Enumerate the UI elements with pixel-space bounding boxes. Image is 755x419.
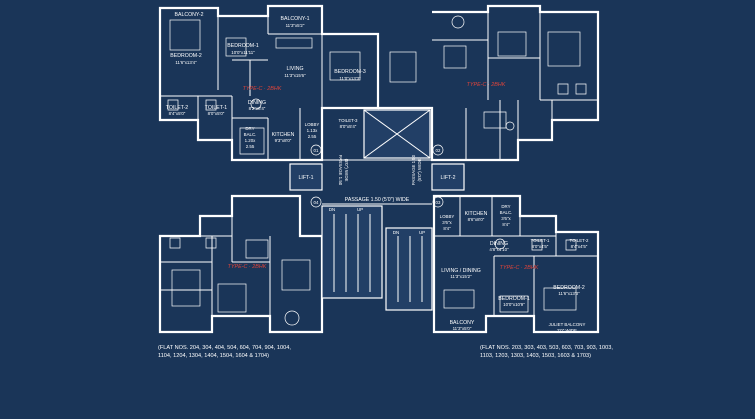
bedroom-1-tl-label: BEDROOM-1 bbox=[227, 43, 259, 49]
living-dining-br-label: LIVING / DINING bbox=[441, 268, 481, 274]
living-tl-dim: 11'3"x15'6" bbox=[284, 73, 306, 78]
dry-balc-tl-label-2: BALC. bbox=[244, 132, 257, 137]
juliet-balcony-label: JULIET BALCONY bbox=[549, 322, 586, 327]
balcony-1-tl-label: BALCONY-1 bbox=[281, 16, 310, 22]
dining-tl-label: DINING bbox=[248, 100, 266, 106]
toilet-1-tl-dim: 8'0"x5'0" bbox=[208, 111, 225, 116]
bedroom-3-tl-dim: 11'0"x13'3" bbox=[339, 76, 361, 81]
bedroom-2-br-label: BEDROOM-2 bbox=[553, 285, 585, 291]
bedroom-1-br-label: BEDROOM-1 bbox=[498, 296, 530, 302]
balcony-br-dim: 11'3"x5'0" bbox=[453, 326, 472, 331]
marker-02: 02 bbox=[436, 148, 441, 153]
marker-03: 03 bbox=[436, 200, 441, 205]
kitchen-tl-dim: 9'3"x8'0" bbox=[275, 138, 292, 143]
staircase-left bbox=[321, 205, 383, 299]
flat-numbers-right-line2: 1103, 1203, 1303, 1403, 1503, 1603 & 170… bbox=[480, 353, 591, 359]
stair-dn-left: DN bbox=[329, 207, 335, 212]
toilet-1-br-dim: 8'0"x4'5" bbox=[532, 244, 549, 249]
passage-vertical-left-label-2: (5'0") WIDE bbox=[344, 159, 349, 182]
toilet-2-tl-label: TOILET-2 bbox=[166, 105, 189, 111]
kitchen-tl-label: KITCHEN bbox=[272, 132, 295, 138]
passage-horizontal-label: PASSAGE 1.50 (5'0") WIDE bbox=[345, 197, 410, 203]
dry-balc-tl-dim: 1.20x bbox=[245, 138, 257, 143]
marker-04: 04 bbox=[314, 200, 319, 205]
living-dining-br-dim: 11'3"x15'2" bbox=[450, 274, 472, 279]
lift-2-shaft bbox=[431, 163, 465, 191]
type-label-tl: TYPE-C · 2BHK bbox=[243, 86, 282, 92]
stair-up-left: UP bbox=[357, 207, 363, 212]
flat-numbers-left-line2: 1104, 1204, 1304, 1404, 1504, 1604 & 170… bbox=[158, 353, 269, 359]
type-label-tr: TYPE-C · 2BHK bbox=[467, 82, 506, 88]
dry-balc-br-dim: 3'6"x bbox=[501, 216, 511, 221]
lobby-br-label: LOBBY bbox=[440, 214, 455, 219]
lobby-tl-dim-2: 2.55 bbox=[308, 134, 317, 139]
lift-2-label: LIFT-2 bbox=[441, 175, 456, 181]
passage-vertical-left-label: PASSAGE 1.50 bbox=[338, 155, 343, 186]
toilet-2-br-label: TOILET-2 bbox=[570, 238, 590, 243]
building-core bbox=[289, 109, 465, 311]
marker-01: 01 bbox=[314, 148, 319, 153]
balcony-br-label: BALCONY bbox=[450, 320, 475, 326]
flat-top-right bbox=[378, 4, 600, 162]
dry-balc-br-dim-2: 8'4" bbox=[502, 222, 510, 227]
dry-balc-tl-label: DRY bbox=[245, 126, 254, 131]
living-tl-label: LIVING bbox=[286, 66, 303, 72]
dining-br-label: DINING bbox=[490, 241, 508, 247]
lobby-tl-label: LOBBY bbox=[305, 122, 320, 127]
passage-vertical-right-label-2: (5'0") WIDE bbox=[417, 158, 422, 181]
lift-1-label: LIFT-1 bbox=[299, 175, 314, 181]
type-label-br: TYPE-C · 2BHK bbox=[500, 265, 539, 271]
toilet-3-tl-label: TOILET-3 bbox=[339, 118, 359, 123]
lobby-br-dim-2: 8'4" bbox=[443, 226, 451, 231]
bedroom-1-br-dim: 10'0"x10'9" bbox=[503, 302, 525, 307]
bedroom-1-tl-dim: 10'0"x11'11" bbox=[231, 50, 255, 55]
passage-vertical-right-label: PASSAGE 1.50 bbox=[411, 154, 416, 185]
juliet-balcony-dim: 2'0" WIDE bbox=[557, 328, 577, 333]
dining-br-dim: 4'8"x4'10" bbox=[489, 247, 509, 252]
bedroom-3-tl-label: BEDROOM-3 bbox=[334, 69, 366, 75]
kitchen-br-dim: 8'6"x8'0" bbox=[468, 217, 485, 222]
flat-numbers-left-line1: (FLAT NOS. 204, 304, 404, 504, 604, 704,… bbox=[158, 345, 291, 351]
type-label-bl: TYPE-C · 2BHK bbox=[228, 264, 267, 270]
toilet-1-br-label: TOILET-1 bbox=[531, 238, 551, 243]
stair-dn-right: DN bbox=[393, 230, 399, 235]
stair-up-right: UP bbox=[419, 230, 425, 235]
bedroom-2-tl-dim: 11'6"x13'4" bbox=[175, 60, 197, 65]
toilet-3-tl-dim: 8'0"x5'4" bbox=[340, 124, 357, 129]
toilet-1-tl-label: TOILET-1 bbox=[205, 105, 228, 111]
balcony-1-tl-dim: 11'3"x5'2" bbox=[286, 23, 305, 28]
staircase-right bbox=[385, 227, 433, 311]
dry-balc-tl-dim-2: 2.55 bbox=[246, 144, 255, 149]
kitchen-br-label: KITCHEN bbox=[465, 211, 488, 217]
bedroom-2-br-dim: 11'6"x13'3" bbox=[558, 291, 580, 296]
lobby-br-dim: 3'6"x bbox=[442, 220, 452, 225]
flat-top-left bbox=[158, 4, 380, 162]
lobby-tl-dim: 1.13x bbox=[307, 128, 319, 133]
bedroom-2-tl-label: BEDROOM-2 bbox=[170, 53, 202, 59]
balcony-2-tl-label: BALCONY-2 bbox=[175, 12, 204, 18]
toilet-2-br-dim: 8'4"x4'5" bbox=[571, 244, 588, 249]
lift-1-shaft bbox=[289, 163, 323, 191]
flat-bottom-right bbox=[432, 194, 600, 334]
dry-balc-br-label: DRY bbox=[501, 204, 510, 209]
dry-balc-br-label-2: BALC. bbox=[500, 210, 513, 215]
flat-numbers-right-line1: (FLAT NOS. 203, 303, 403, 503, 603, 703,… bbox=[480, 345, 613, 351]
dining-tl-dim: 8'2"x8'4" bbox=[249, 106, 266, 111]
toilet-2-tl-dim: 8'4"x5'0" bbox=[169, 111, 186, 116]
